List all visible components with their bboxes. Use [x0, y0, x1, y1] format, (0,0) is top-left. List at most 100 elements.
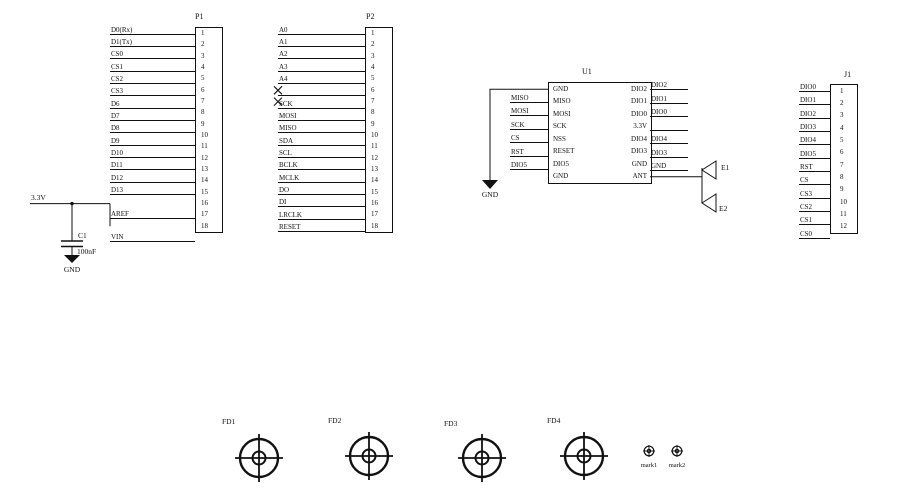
antenna-symbol-e2 [701, 193, 717, 213]
ic-pin-name-right: ANT [632, 172, 647, 181]
net-label: VIN [111, 233, 124, 242]
pin-number: 6 [840, 148, 844, 157]
pin-number: 4 [201, 63, 205, 72]
net-row: D11 [110, 158, 195, 171]
antenna-e2-refdes: E2 [719, 204, 728, 213]
pin-number: 7 [201, 97, 205, 106]
ic-pin-name-right: DIO1 [631, 97, 647, 106]
net-label: A0 [279, 25, 288, 34]
pin-number: 17 [371, 210, 378, 219]
net-row: D10 [110, 146, 195, 158]
fiducial-fd2-refdes: FD2 [328, 416, 342, 425]
net-row [110, 219, 195, 230]
pin-number: 6 [201, 85, 205, 94]
ic-pin-name-left: GND [553, 172, 569, 181]
net-row: DIO5 [799, 145, 830, 159]
antenna-e1-refdes: E1 [721, 163, 730, 172]
u1-refdes: U1 [582, 67, 592, 76]
pin-number: 3 [371, 51, 375, 60]
net-row: D1(Tx) [110, 35, 195, 47]
net-label: A3 [279, 62, 288, 71]
fiducial-symbol-fd1 [235, 434, 283, 482]
net-row: D9 [110, 133, 195, 146]
net-row: SCL [278, 146, 365, 158]
ic-pin-name-left: MOSI [553, 109, 571, 118]
net-label: CS2 [800, 203, 813, 212]
net-label: D12 [111, 173, 124, 182]
net-row: GND [650, 158, 688, 172]
fiducial-fd3-refdes: FD3 [444, 419, 458, 428]
ic-pin-name-left: SCK [553, 122, 567, 131]
net-label: DIO4 [800, 136, 816, 145]
net-row: DI [278, 195, 365, 208]
net-label: DIO1 [651, 94, 667, 103]
net-row: DIO2 [799, 105, 830, 119]
ic-pin-name-right: DIO3 [631, 147, 647, 156]
antenna-symbol-e1 [701, 160, 717, 180]
net-row: D12 [110, 170, 195, 183]
net-row: VIN [110, 230, 195, 243]
net-label: DIO4 [651, 135, 667, 144]
net-label: CS2 [111, 74, 124, 83]
pin-number: 9 [840, 185, 844, 194]
net-row: DIO1 [799, 92, 830, 106]
capacitor-refdes: C1 [78, 231, 87, 240]
net-label: DIO0 [800, 83, 816, 92]
fiducial-symbol-fd3 [458, 434, 506, 482]
net-label: DIO5 [800, 149, 816, 158]
ic-gnd-wire [482, 88, 548, 189]
ground-symbol [482, 180, 498, 189]
net-row: CS0 [110, 47, 195, 60]
ic-pin-name-right: DIO2 [631, 84, 647, 93]
net-row: DIO0 [799, 79, 830, 93]
pin-number: 16 [371, 199, 378, 208]
net-row: CS1 [799, 212, 830, 226]
ic-pin-name-left: GND [553, 84, 569, 93]
pin-number: 8 [371, 108, 375, 117]
p2-refdes: P2 [366, 12, 375, 21]
net-row: CS0 [799, 225, 830, 239]
net-row [510, 77, 548, 90]
net-row: DO [278, 183, 365, 195]
antenna-wires [650, 160, 717, 213]
net-label: CS0 [111, 50, 124, 59]
no-connect-x-icon [273, 85, 283, 106]
net-label: DIO2 [800, 109, 816, 118]
net-label: DIO2 [651, 81, 667, 90]
pin-number: 8 [840, 172, 844, 181]
net-label: DIO5 [511, 161, 527, 170]
net-row: DIO1 [650, 90, 688, 104]
net-label: CS [800, 176, 809, 185]
pin-number: 1 [201, 29, 205, 38]
pin-number: 10 [201, 131, 208, 140]
net-row: CS [510, 130, 548, 144]
fiducial-fd4-refdes: FD4 [547, 416, 561, 425]
pin-number: 18 [371, 221, 378, 230]
net-row: LRCLK [278, 207, 365, 220]
pin-number: 7 [371, 97, 375, 106]
net-label: D6 [111, 99, 120, 108]
pin-number: 13 [371, 165, 378, 174]
mark1-label: mark1 [640, 462, 658, 469]
net-label: D10 [111, 148, 124, 157]
net-label: D1(Tx) [111, 37, 132, 46]
net-row: MOSI [510, 103, 548, 117]
net-label: BCLK [279, 161, 298, 170]
net-row: MOSI [278, 109, 365, 121]
pin-number: 3 [840, 111, 844, 120]
ground-symbol [64, 255, 80, 263]
net-label: SCK [279, 99, 293, 108]
pin-number: 15 [371, 187, 378, 196]
net-row [510, 170, 548, 183]
ic-pin-name-right: GND [631, 159, 647, 168]
mark-symbol-2 [671, 445, 683, 457]
pin-number: 10 [840, 197, 847, 206]
net-row: MCLK [278, 170, 365, 183]
